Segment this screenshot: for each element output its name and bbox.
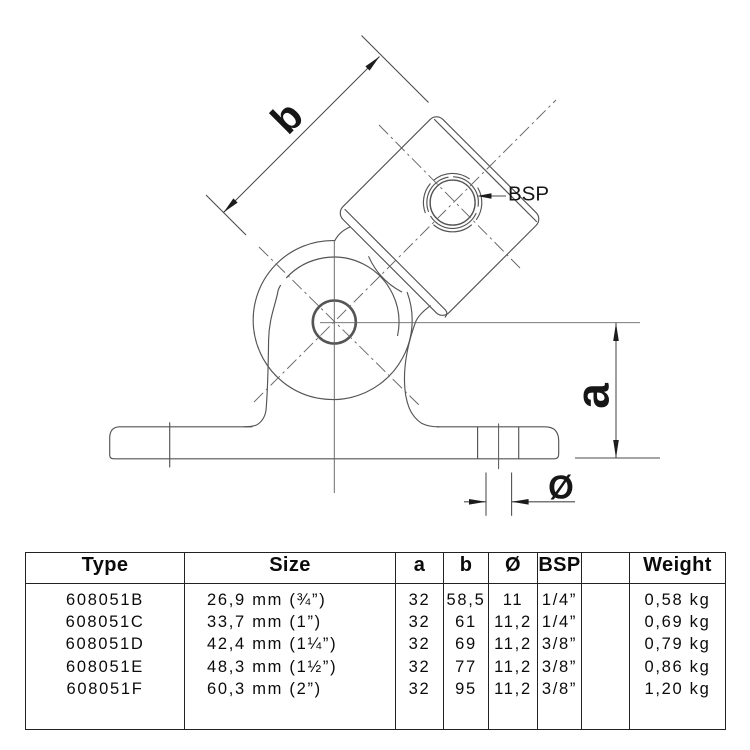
svg-text:b: b (262, 92, 312, 142)
svg-text:a: a (567, 383, 619, 409)
svg-text:Ø: Ø (548, 469, 574, 506)
svg-text:BSP: BSP (508, 183, 549, 206)
